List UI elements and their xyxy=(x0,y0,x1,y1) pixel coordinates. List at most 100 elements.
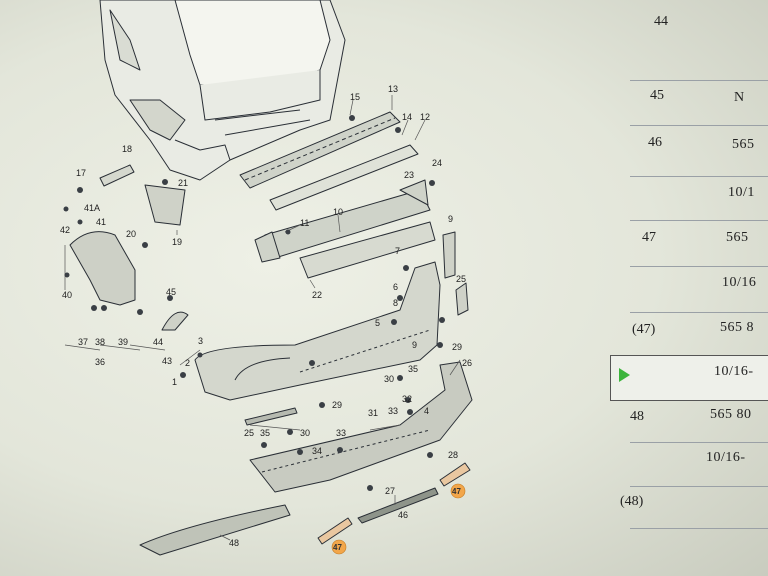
part-label[interactable]: 26 xyxy=(462,358,472,368)
row-part-number: 10/16- xyxy=(706,450,746,465)
row-number: 45 xyxy=(650,88,664,103)
part-label[interactable]: 6 xyxy=(393,282,398,292)
table-row[interactable]: 46 565 xyxy=(610,125,768,171)
highlight-callout[interactable]: 47 xyxy=(331,539,347,555)
part-label[interactable]: 48 xyxy=(229,538,239,548)
part-label[interactable]: 4 xyxy=(424,406,429,416)
diagram-drawing: 13 15 14 12 18 17 21 41A 41 24 23 11 10 … xyxy=(60,0,473,556)
selected-row-highlight[interactable] xyxy=(610,355,768,401)
part-label[interactable]: 20 xyxy=(126,229,136,239)
row-divider xyxy=(630,220,768,221)
row-number: 44 xyxy=(654,14,668,29)
part-label[interactable]: 46 xyxy=(398,510,408,520)
table-row[interactable]: (48) xyxy=(610,486,768,532)
table-row[interactable]: 10/16- xyxy=(610,442,768,488)
row-number: 48 xyxy=(630,409,644,424)
part-label[interactable]: 35 xyxy=(260,428,270,438)
selection-arrow-icon xyxy=(619,368,630,382)
row-number: (48) xyxy=(620,494,644,509)
part-label[interactable]: 39 xyxy=(118,337,128,347)
part-label[interactable]: 17 xyxy=(76,168,86,178)
bracket-part xyxy=(144,184,186,226)
part-label[interactable]: 33 xyxy=(336,428,346,438)
part-label[interactable]: 32 xyxy=(402,394,412,404)
bumper-beam-part xyxy=(254,179,431,263)
table-row[interactable]: 10/1 xyxy=(610,176,768,222)
row-divider xyxy=(630,528,768,529)
part-label[interactable]: 11 xyxy=(300,218,309,228)
row-part-number: 10/16 xyxy=(722,275,757,290)
highlight-callout[interactable]: 47 xyxy=(450,483,466,499)
part-label[interactable]: 24 xyxy=(432,158,442,168)
vehicle-body-outline xyxy=(99,0,346,181)
absorber-part xyxy=(299,221,436,279)
part-label[interactable]: 19 xyxy=(172,237,182,247)
row-part-number: 565 80 xyxy=(710,407,752,422)
part-label[interactable]: 14 xyxy=(402,112,412,122)
part-label[interactable]: 25 xyxy=(456,274,466,284)
part-label[interactable]: 10 xyxy=(333,207,343,217)
part-label[interactable]: 5 xyxy=(375,318,380,328)
row-divider xyxy=(630,176,768,177)
part-label[interactable]: 41A xyxy=(84,203,100,213)
part-label[interactable]: 44 xyxy=(153,337,163,347)
exploded-parts-diagram[interactable]: 13 15 14 12 18 17 21 41A 41 24 23 11 10 … xyxy=(0,0,610,576)
row-divider xyxy=(630,442,768,443)
part-label[interactable]: 23 xyxy=(404,170,414,180)
table-row[interactable]: 45 N xyxy=(610,80,768,126)
row-part-number: 10/16- xyxy=(714,364,754,379)
part-label[interactable]: 18 xyxy=(122,144,132,154)
part-label[interactable]: 35 xyxy=(408,364,418,374)
part-label[interactable]: 27 xyxy=(385,486,395,496)
table-row[interactable]: (47) 565 8 xyxy=(610,312,768,358)
parts-table: 44 45 N 46 565 10/1 47 565 10/16 (47) 56… xyxy=(610,0,768,576)
part-label[interactable]: 3 xyxy=(198,336,203,346)
row-number: 46 xyxy=(648,135,662,150)
part-label[interactable]: 42 xyxy=(60,225,70,235)
row-divider xyxy=(630,486,768,487)
table-row-selected[interactable]: 10/16- xyxy=(610,355,768,401)
part-label[interactable]: 28 xyxy=(448,450,458,460)
part-label[interactable]: 2 xyxy=(185,358,190,368)
part-label[interactable]: 31 xyxy=(368,408,378,418)
part-label[interactable]: 40 xyxy=(62,290,72,300)
table-row[interactable]: 44 xyxy=(610,0,768,46)
callout-label: 47 xyxy=(452,487,461,496)
part-label[interactable]: 41 xyxy=(96,217,106,227)
table-row[interactable]: 47 565 xyxy=(610,220,768,266)
part-number-labels: 13 15 14 12 18 17 21 41A 41 24 23 11 10 … xyxy=(60,84,472,548)
part-label[interactable]: 9 xyxy=(448,214,453,224)
part-label[interactable]: 30 xyxy=(300,428,310,438)
part-label[interactable]: 45 xyxy=(166,287,176,297)
part-label[interactable]: 36 xyxy=(95,357,105,367)
part-label[interactable]: 43 xyxy=(162,356,172,366)
part-label[interactable]: 33 xyxy=(388,406,398,416)
row-number: 47 xyxy=(642,230,656,245)
part-label[interactable]: 29 xyxy=(332,400,342,410)
part-label[interactable]: 21 xyxy=(178,178,188,188)
part-label[interactable]: 9 xyxy=(412,340,417,350)
part-label[interactable]: 38 xyxy=(95,337,105,347)
part-label[interactable]: 13 xyxy=(388,84,398,94)
part-label[interactable]: 25 xyxy=(244,428,254,438)
impact-bar-part xyxy=(269,144,419,211)
part-label[interactable]: 12 xyxy=(420,112,430,122)
part-label[interactable]: 34 xyxy=(312,446,322,456)
part-label[interactable]: 37 xyxy=(78,337,88,347)
part-label[interactable]: 15 xyxy=(350,92,360,102)
callout-label: 47 xyxy=(333,543,342,552)
table-row[interactable]: 48 565 80 xyxy=(610,401,768,447)
part-label[interactable]: 29 xyxy=(452,342,462,352)
row-part-number: 565 8 xyxy=(720,320,754,335)
table-row[interactable]: 10/16 xyxy=(610,266,768,312)
row-number: (47) xyxy=(632,322,656,337)
part-label[interactable]: 8 xyxy=(393,298,398,308)
part-label[interactable]: 22 xyxy=(312,290,322,300)
row-divider xyxy=(630,80,768,81)
part-label[interactable]: 7 xyxy=(395,246,400,256)
lower-bumper-part xyxy=(249,361,473,493)
crossmember-part xyxy=(239,111,401,189)
part-label[interactable]: 30 xyxy=(384,374,394,384)
part-label[interactable]: 1 xyxy=(172,377,177,387)
row-divider xyxy=(630,266,768,267)
